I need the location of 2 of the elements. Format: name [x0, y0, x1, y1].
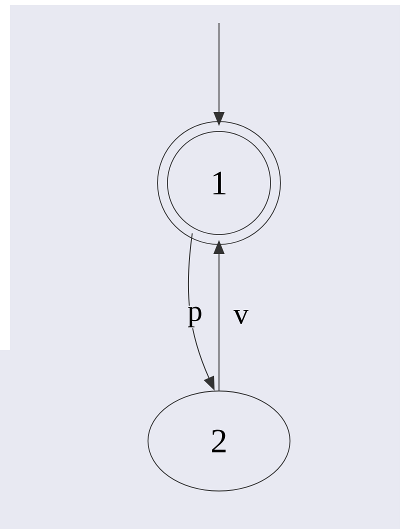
- edge-label: p: [186, 306, 204, 328]
- double-circle-state: 1: [157, 121, 281, 245]
